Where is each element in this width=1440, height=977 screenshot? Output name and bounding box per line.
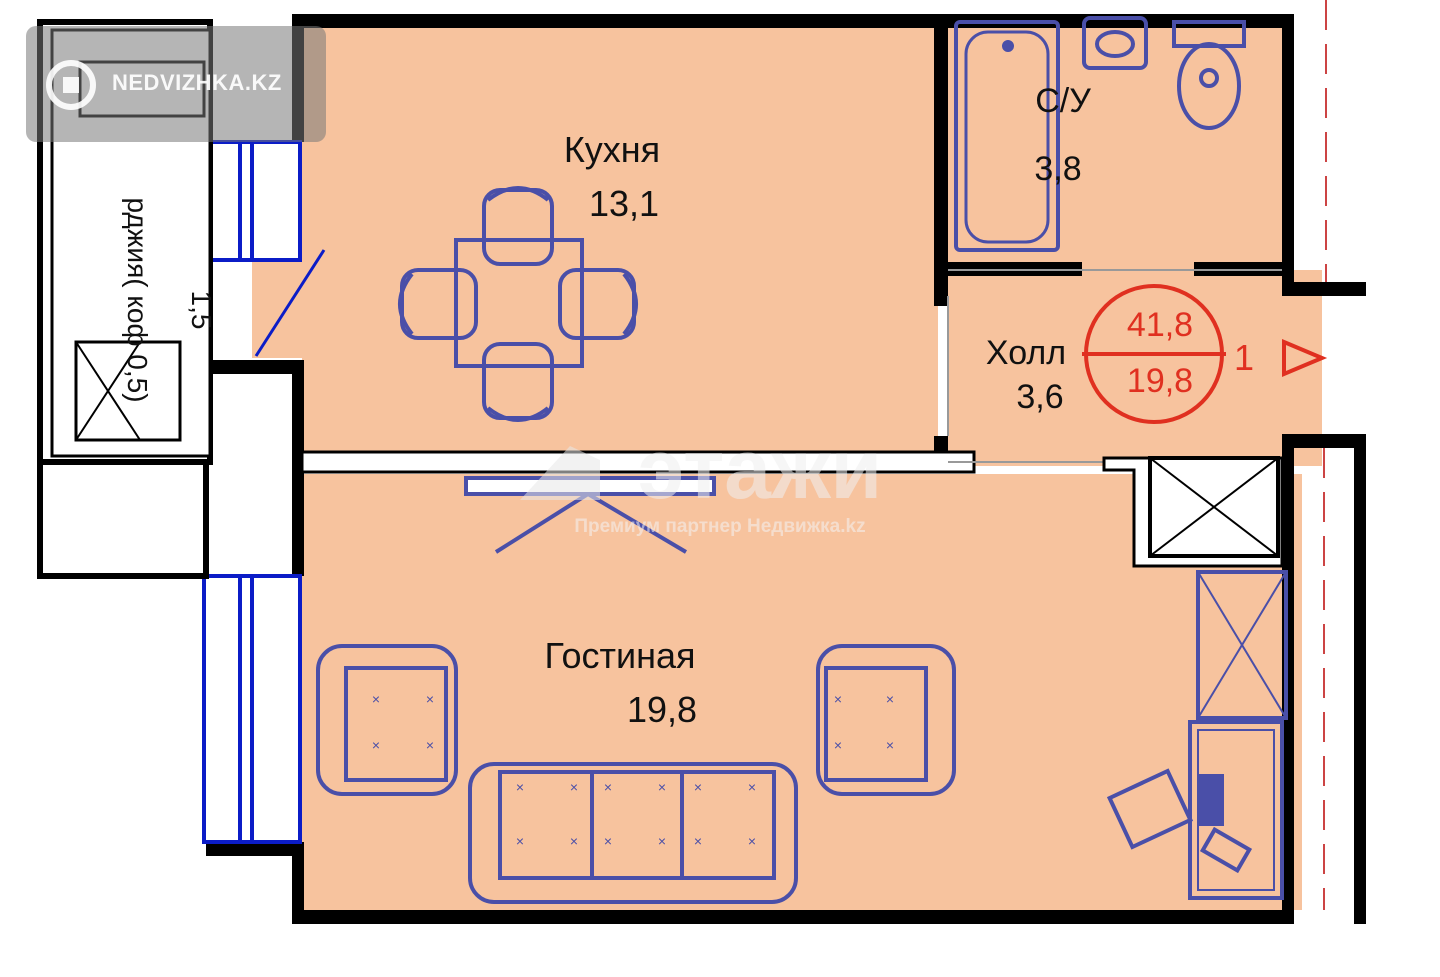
entrance-arrow-icon <box>1282 338 1328 378</box>
kitchen-floor <box>302 26 938 452</box>
brand-house-icon <box>520 446 600 500</box>
svg-text:×: × <box>426 737 434 753</box>
svg-text:×: × <box>516 779 524 795</box>
desk <box>1188 720 1284 900</box>
svg-text:×: × <box>372 691 380 707</box>
cushion-marks: × × × × × × × × × × × × × × × × × × × × <box>372 691 894 849</box>
svg-text:×: × <box>516 833 524 849</box>
svg-text:×: × <box>748 833 756 849</box>
dining-set <box>398 186 638 422</box>
wall-bottom <box>292 910 1292 924</box>
closet-box <box>1148 456 1280 558</box>
site-logo-icon <box>46 60 96 110</box>
armchair-right <box>816 644 956 796</box>
living-furniture <box>316 644 956 904</box>
door-swing <box>254 249 326 357</box>
desk-lamp <box>1199 826 1253 874</box>
closets <box>1102 456 1284 568</box>
balcony-door-floor <box>252 262 306 358</box>
wall-left-pier-v <box>292 360 304 576</box>
chair-left-back <box>398 272 414 336</box>
wardrobe <box>1196 570 1288 720</box>
svg-text:×: × <box>694 833 702 849</box>
svg-text:×: × <box>570 833 578 849</box>
toilet-hole <box>1199 68 1219 88</box>
wall-right-outer <box>1354 434 1366 924</box>
desk-monitor <box>1198 774 1224 826</box>
brand-watermark: этажи Премиум партнер Недвижка.kz <box>520 422 882 537</box>
sink <box>1082 16 1148 70</box>
bathroom-area: 3,8 <box>1034 150 1081 188</box>
site-watermark-text: NEDVIZHKA.KZ <box>112 70 282 95</box>
svg-text:×: × <box>694 779 702 795</box>
chair-bottom-back <box>486 406 550 422</box>
wall-bath-left <box>934 14 948 306</box>
living-name: Гостиная <box>544 635 695 676</box>
brand-text: этажи <box>638 422 882 516</box>
kitchen-area: 13,1 <box>589 183 659 224</box>
chair-right-back <box>622 272 638 336</box>
svg-text:×: × <box>748 779 756 795</box>
living-area: 19,8 <box>627 689 697 730</box>
svg-text:×: × <box>372 737 380 753</box>
hall-name: Холл <box>986 334 1066 372</box>
bathtub-drain <box>1002 40 1014 52</box>
armchair-left <box>316 644 458 796</box>
living-area-total: 19,8 <box>1127 362 1193 400</box>
total-area: 41,8 <box>1127 306 1193 344</box>
bathtub <box>954 20 1060 252</box>
desk-chair <box>1106 768 1194 850</box>
svg-text:×: × <box>834 691 842 707</box>
desk-set <box>1106 720 1284 900</box>
svg-text:×: × <box>426 691 434 707</box>
wall-left-lower <box>206 842 304 856</box>
wall-right-upper-cap <box>1282 282 1366 296</box>
toilet-bowl <box>1177 42 1241 130</box>
chair-top-back <box>486 186 550 202</box>
partition <box>300 269 1282 474</box>
wardrobe-box <box>1196 570 1288 720</box>
sofa <box>468 762 798 904</box>
wall-left-pier <box>206 360 302 374</box>
walls <box>206 14 1366 924</box>
loggia-box-line-2 <box>75 341 141 441</box>
area-badge: 41,8 19,8 1 <box>1082 284 1328 424</box>
wall-top <box>292 14 1292 28</box>
sink-bowl <box>1095 30 1135 58</box>
loggia-step <box>37 459 209 579</box>
wardrobe-x2 <box>1197 571 1287 719</box>
closet-x2 <box>1149 457 1279 557</box>
wall-left-lower-v <box>292 842 304 924</box>
armchair-left-seat <box>344 666 448 782</box>
loggia-name: рджия( коф 0,5) <box>122 197 153 402</box>
loggia-area: 1,5 <box>186 291 217 330</box>
svg-text:×: × <box>570 779 578 795</box>
partner-text: Премиум партнер Недвижка.kz <box>574 516 865 537</box>
kitchen-name: Кухня <box>564 129 660 170</box>
room-labels: Кухня 13,1 С/У 3,8 Холл 3,6 Гостиная 19,… <box>122 82 1091 730</box>
hall-floor <box>948 270 1322 466</box>
room-count: 1 <box>1234 337 1254 378</box>
hall-area: 3,6 <box>1016 378 1063 416</box>
loggia-box <box>74 340 182 442</box>
bath-fixtures <box>954 16 1246 252</box>
wall-right-upper <box>1282 14 1294 296</box>
svg-text:×: × <box>886 691 894 707</box>
svg-text:×: × <box>834 737 842 753</box>
armchair-right-seat <box>824 666 928 782</box>
sofa-seat-3 <box>680 770 776 880</box>
svg-text:×: × <box>886 737 894 753</box>
svg-text:×: × <box>658 779 666 795</box>
bathtub-inner <box>964 30 1050 244</box>
windows <box>202 0 1327 910</box>
svg-text:×: × <box>658 833 666 849</box>
dining-table <box>454 238 584 368</box>
svg-text:×: × <box>604 833 612 849</box>
svg-text:×: × <box>604 779 612 795</box>
bathroom-name: С/У <box>1035 82 1091 120</box>
wall-right-lower <box>1282 434 1366 448</box>
